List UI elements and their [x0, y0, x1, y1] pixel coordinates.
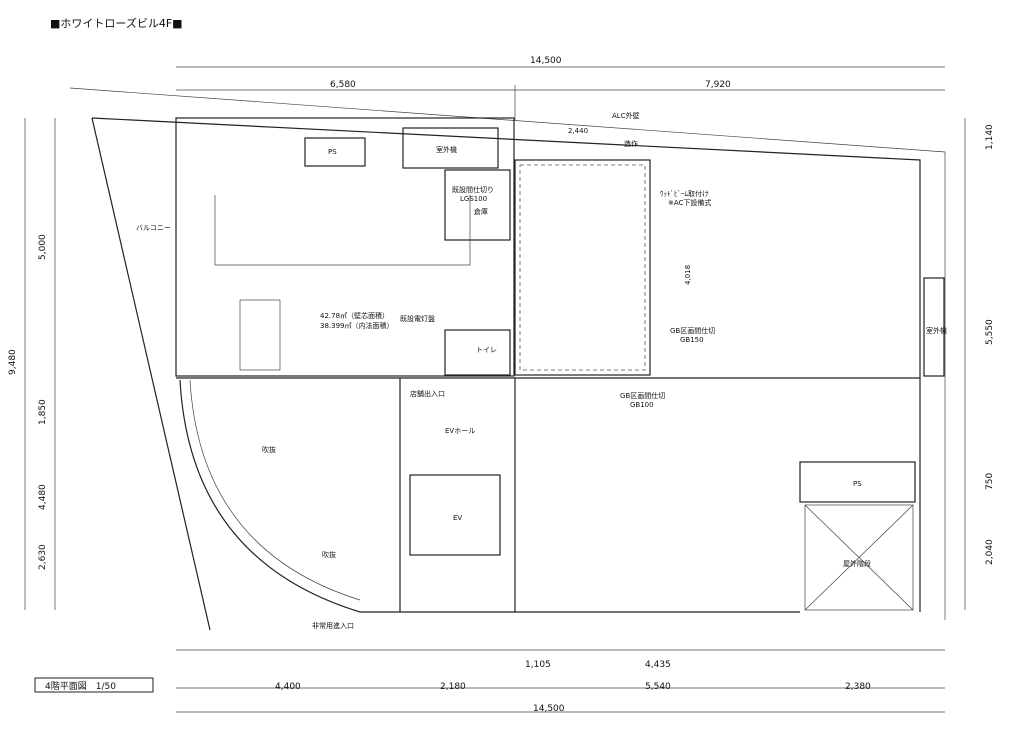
dim-right-ps: 750 — [985, 473, 995, 490]
bottom-dimensions: 1,105 4,435 4,400 2,180 5,540 2,380 14,5… — [176, 649, 945, 714]
partition-lgs-label: LGS100 — [460, 195, 487, 203]
dim-bottom-1: 4,400 — [275, 682, 301, 692]
ac-unit-top-label: 室外機 — [436, 145, 457, 154]
ps-right-label: PS — [853, 480, 862, 488]
area-wall-label: 42.78㎡（壁芯面積） — [320, 311, 389, 320]
dim-top-left: 6,580 — [330, 80, 356, 90]
dim-top-right: 7,920 — [705, 80, 731, 90]
wood-beam-label: ｳｯﾄﾞﾋﾞｰﾑ取付け — [660, 189, 709, 198]
right-dimensions: 1,140 5,550 750 2,040 4,018 — [684, 118, 995, 610]
balcony-label: バルコニー — [136, 224, 171, 232]
dim-right-mid: 5,550 — [985, 319, 995, 345]
dim-room-width: 2,440 — [568, 127, 588, 135]
gb150-b-label: GB150 — [680, 336, 704, 344]
dim-right-bottom: 2,040 — [985, 539, 995, 565]
emergency-entry-label: 非常用進入口 — [312, 621, 354, 630]
dim-bottom-4: 2,380 — [845, 682, 871, 692]
gb150-a-label: GB区画間仕切 — [670, 326, 715, 335]
area-inner-label: 38.399㎡（内法面積） — [320, 321, 394, 330]
plan-caption-box — [34, 677, 154, 693]
built-in-label: 造作 — [624, 139, 638, 148]
void1-label: 吹抜 — [262, 445, 276, 454]
alc-wall-label: ALC外壁 — [612, 111, 640, 120]
partition-existing-label: 既設間仕切り — [452, 185, 494, 194]
gb100-a-label: GB区画間仕切 — [620, 391, 665, 400]
ac-note-label: ※AC下設備式 — [668, 198, 711, 207]
toilet-label: トイレ — [476, 346, 497, 354]
dim-bottom-b: 4,435 — [645, 660, 671, 670]
plan-title: ■ホワイトローズビル4F■ — [50, 16, 183, 30]
dim-left-top: 5,000 — [38, 234, 48, 260]
panel-label: 既設電灯盤 — [400, 314, 435, 323]
dim-bottom-2: 2,180 — [440, 682, 466, 692]
ev-hall-label: EVホール — [445, 427, 475, 435]
ac-unit-right-label: 室外機 — [926, 326, 947, 335]
dim-room-height: 4,018 — [684, 265, 692, 285]
ev-label: EV — [453, 514, 462, 522]
dim-left-bottom: 2,630 — [38, 544, 48, 570]
building-outline — [69, 87, 946, 631]
left-dimensions: 5,000 9,480 1,850 4,480 2,630 — [8, 118, 56, 610]
dim-left-total: 9,480 — [8, 349, 18, 375]
room-labels: PS 室外機 ALC外壁 造作 既設間仕切り LGS100 倉庫 ｳｯﾄﾞﾋﾞｰ… — [136, 111, 947, 630]
gb100-b-label: GB100 — [630, 401, 654, 409]
dim-right-top: 1,140 — [985, 124, 995, 150]
plan-caption: 4階平面図 1/50 — [45, 681, 116, 692]
dim-left-mid: 1,850 — [38, 399, 48, 425]
storage-label: 倉庫 — [474, 207, 488, 216]
dim-bottom-3: 5,540 — [645, 682, 671, 692]
void2-label: 吹抜 — [322, 550, 336, 559]
top-dimensions: 14,500 6,580 7,920 2,440 — [176, 56, 945, 135]
dim-bottom-a: 1,105 — [525, 660, 551, 670]
dim-top-total: 14,500 — [530, 56, 562, 66]
outdoor-stairs-label: 屋外階段 — [843, 559, 871, 568]
shop-entrance-label: 店舗出入口 — [410, 389, 445, 398]
ps-top-label: PS — [328, 148, 337, 156]
dim-left-lower: 4,480 — [38, 484, 48, 510]
dim-bottom-total: 14,500 — [533, 704, 565, 714]
